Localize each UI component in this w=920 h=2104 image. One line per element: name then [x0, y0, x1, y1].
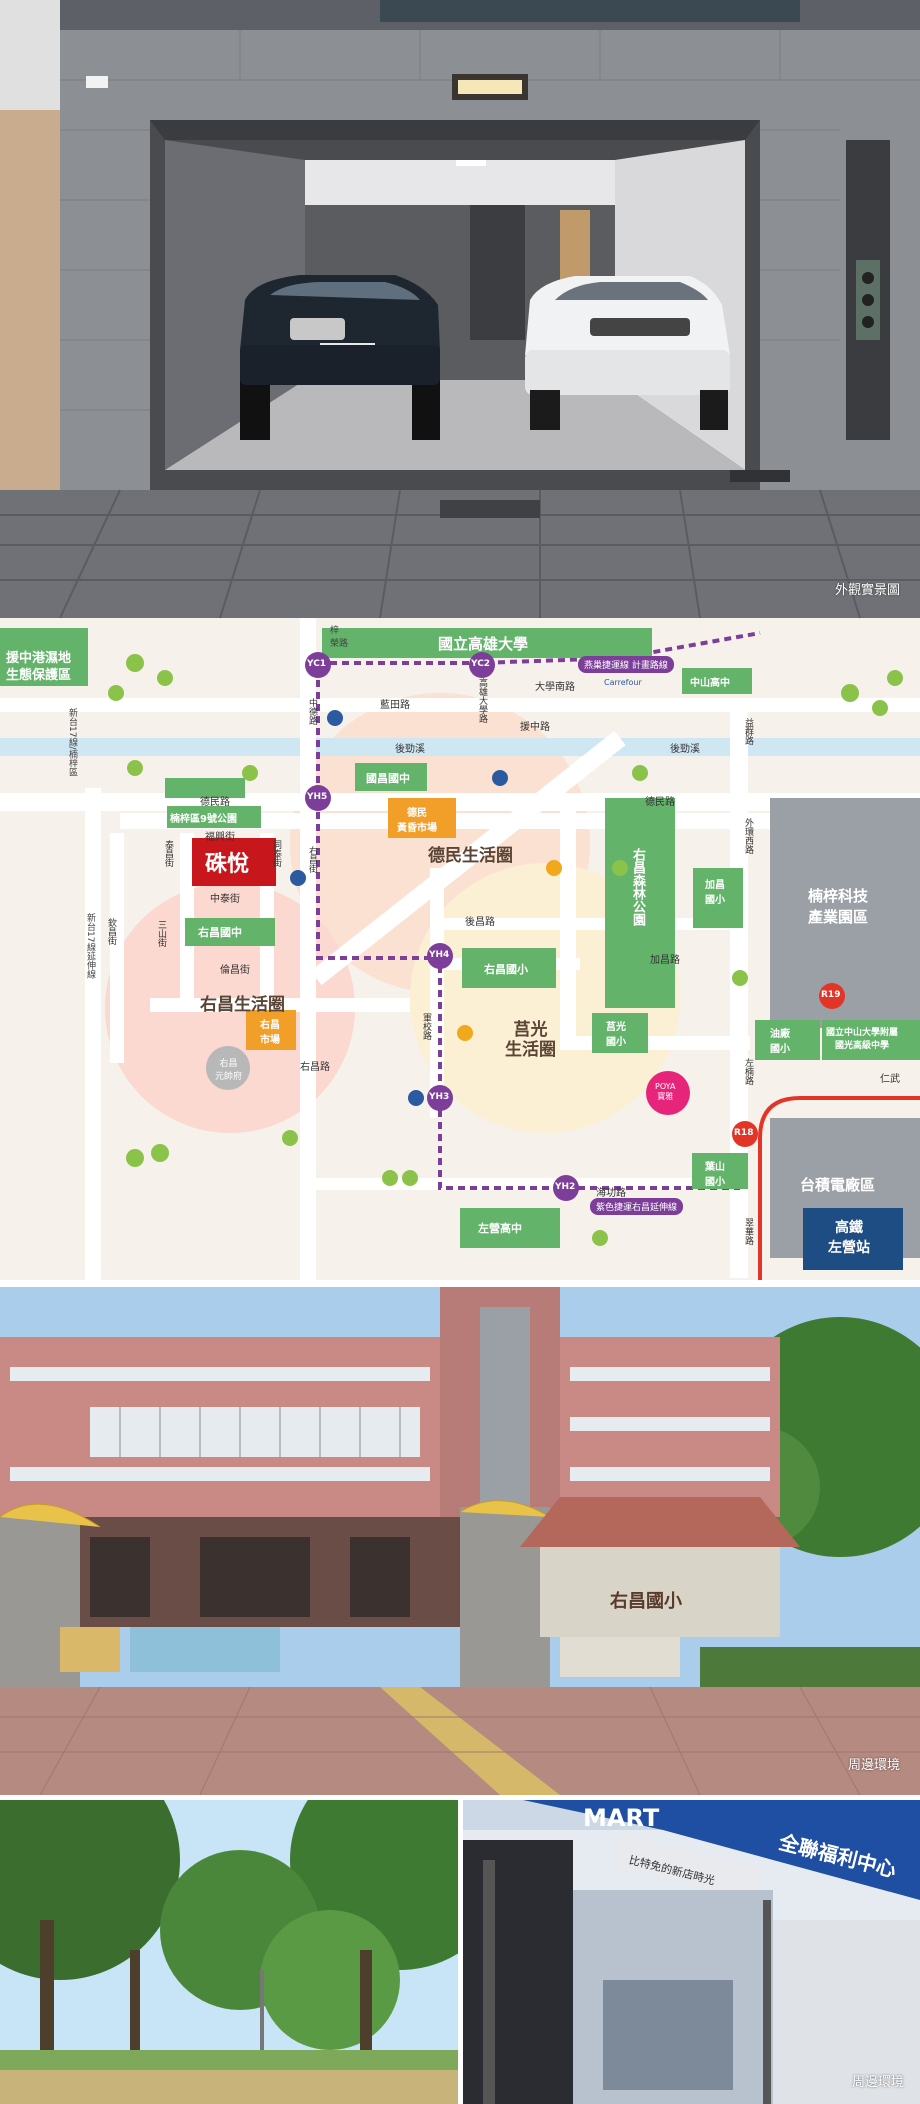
label-road-yiqun: 益群路	[743, 718, 753, 745]
label-road-liangzhi: 梓 榮路	[330, 626, 349, 649]
label-univ: 國立高雄大學	[438, 635, 529, 653]
label-river-houjing: 後勁溪	[395, 744, 425, 755]
label-area-demin: 德民生活圈	[428, 846, 513, 866]
station-yc2: YC2	[471, 659, 491, 669]
label-youchang-jr: 右昌國中	[198, 926, 242, 939]
surroundings-caption-2: 周邊環境	[851, 2075, 904, 2090]
label-road-lunchang: 倫昌街	[220, 965, 250, 976]
label-carrefour: Carrefour	[604, 678, 642, 687]
label-park-forest: 右昌森林公園	[630, 848, 645, 926]
label-area-power: 台積電廠區	[800, 1176, 876, 1194]
label-park-nanzi9: 楠梓區9號公園	[170, 814, 237, 825]
label-area-juguang: 莒光 生活圈	[505, 1020, 556, 1060]
location-map: 援中港濕地 生態保護區 國立高雄大學 新台17線/楠梓區 新台17線延伸線 梓 …	[0, 618, 920, 1280]
label-hsr-zuoying: 高鐵 左營站	[828, 1220, 870, 1256]
label-road-tongtai: 同泰街	[271, 840, 281, 867]
label-nsysu-hs: 國立中山大學附屬 國光高級中學	[826, 1028, 899, 1051]
map-base	[0, 618, 920, 1280]
dark-car	[240, 275, 440, 440]
label-road-jiachang: 加昌路	[650, 955, 680, 966]
station-r19: R19	[821, 990, 841, 1000]
label-temple: 右昌 元帥府	[215, 1059, 243, 1082]
station-yh5: YH5	[307, 792, 328, 802]
label-road-yuanzhong: 援中路	[520, 722, 550, 733]
label-juguang-el: 莒光 國小	[606, 1022, 626, 1048]
supermarket-photo: MART 全聯福利中心 比特免的新店時光 周邊環境	[463, 1800, 920, 2104]
store-brand: MART	[583, 1804, 660, 1832]
exterior-photo-art	[0, 0, 920, 618]
label-road-demin-right: 德民路	[645, 797, 675, 808]
label-road-prov17: 新台17線/楠梓區	[67, 708, 77, 777]
station-yh2: YH2	[555, 1182, 576, 1192]
label-mrt-yellow: 燕巢捷運線 計畫路線	[578, 656, 674, 673]
label-area-tech: 楠梓科技 產業園區	[808, 887, 869, 926]
station-yc1: YC1	[307, 659, 327, 669]
label-road-youchang-st: 右昌街	[307, 846, 317, 873]
label-road-cuihua: 翠華路	[743, 1218, 753, 1245]
supermarket-photo-art	[463, 1800, 920, 2104]
label-jiachang-el: 加昌 國小	[705, 880, 725, 906]
exterior-caption: 外觀實景圖	[834, 583, 900, 598]
label-market-demin: 德民 黃昏市場	[397, 808, 437, 834]
label-zhongshan-hs: 中山高中	[690, 678, 730, 689]
label-road-sanshan: 三山街	[156, 920, 166, 947]
label-road-haigong: 海功路	[596, 1188, 626, 1199]
surroundings-caption-1: 周邊環境	[847, 1758, 900, 1773]
station-yh3: YH3	[429, 1092, 450, 1102]
station-r18: R18	[734, 1128, 754, 1138]
label-river-houjing-2: 後勁溪	[670, 744, 700, 755]
label-road-demin-left: 德民路	[200, 797, 230, 808]
label-road-lantian: 藍田路	[380, 700, 410, 711]
label-road-zhongde: 中德路	[307, 698, 317, 725]
label-guochang-jr: 國昌國中	[366, 772, 410, 785]
school-photo: 右昌國小 周邊環境	[0, 1287, 920, 1795]
label-zuoying-hs: 左營高中	[478, 1222, 522, 1235]
label-road-prov17-ext: 新台17線延伸線	[85, 913, 95, 979]
exterior-photo: 外觀實景圖	[0, 0, 920, 618]
label-road-renwu: 仁武	[880, 1074, 900, 1085]
school-photo-art	[0, 1287, 920, 1795]
white-car	[525, 276, 730, 430]
label-wetland: 援中港濕地 生態保護區	[6, 651, 72, 683]
label-road-youchang-rd: 右昌路	[300, 1062, 330, 1073]
label-road-fuxing: 福興街	[205, 832, 235, 843]
label-youchang-el: 右昌國小	[484, 963, 528, 976]
label-road-daxue: 大學南路	[535, 682, 575, 693]
park-photo	[0, 1800, 458, 2104]
label-yeshan-el: 葉山 國小	[705, 1162, 725, 1188]
label-mrt-purple: 紫色捷運右昌延伸線	[590, 1198, 684, 1215]
label-road-zuonan: 左楠路	[743, 1058, 753, 1085]
label-road-junxiao: 軍校路	[421, 1013, 431, 1040]
label-market-youchang: 右昌 市場	[260, 1020, 280, 1046]
label-poya: POYA 寶雅	[655, 1082, 676, 1101]
label-road-zhongtai: 中泰街	[210, 894, 240, 905]
label-road-waihuan: 外環西路	[743, 818, 753, 854]
school-sign: 右昌國小	[610, 1591, 682, 1612]
label-oil-el: 油廠 國小	[770, 1029, 790, 1055]
label-road-qinchang: 欽昌街	[106, 918, 116, 945]
label-road-gaoda: 高雄大學路	[477, 678, 487, 723]
label-road-houchang: 後昌路	[465, 917, 495, 928]
label-road-taichang: 泰昌街	[163, 840, 173, 867]
label-area-youchang: 右昌生活圈	[200, 995, 285, 1015]
park-photo-art	[0, 1800, 458, 2104]
label-project-brand: 硃悅	[205, 851, 250, 877]
station-yh4: YH4	[429, 950, 450, 960]
